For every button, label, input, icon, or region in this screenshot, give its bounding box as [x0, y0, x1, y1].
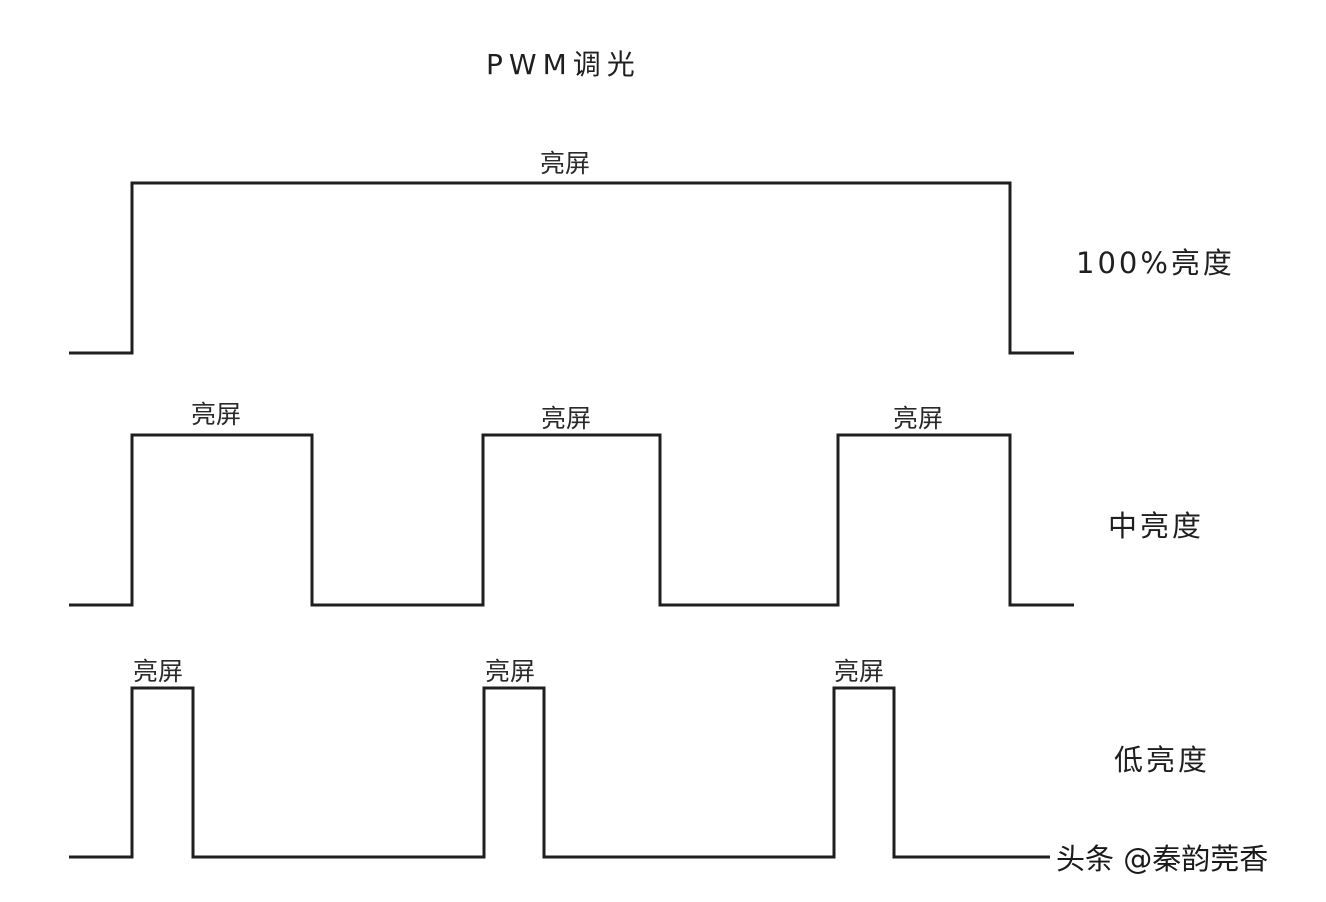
row-label-low: 低亮度: [1114, 743, 1210, 777]
pulse-label: 亮屏: [485, 657, 535, 686]
watermark: 头条 @秦韵莞香: [1056, 842, 1268, 876]
waveform-low-brightness: [69, 686, 1050, 859]
pulse-label: 亮屏: [540, 149, 590, 178]
pulse-label: 亮屏: [893, 404, 943, 433]
waveform-medium-brightness: [69, 433, 1074, 607]
pulse-label: 亮屏: [133, 657, 183, 686]
pulse-label: 亮屏: [191, 400, 241, 429]
waveform-row-full: 亮屏 100%亮度: [69, 149, 1235, 355]
row-label-medium: 中亮度: [1108, 509, 1204, 543]
waveform-row-low: 亮屏 亮屏 亮屏 低亮度: [69, 657, 1210, 859]
diagram-title: PWM调光: [486, 48, 641, 81]
row-label-full: 100%亮度: [1076, 246, 1235, 280]
waveform-row-medium: 亮屏 亮屏 亮屏 中亮度: [69, 400, 1204, 607]
pulse-label: 亮屏: [834, 657, 884, 686]
waveform-full-brightness: [69, 181, 1074, 355]
pulse-label: 亮屏: [541, 404, 591, 433]
